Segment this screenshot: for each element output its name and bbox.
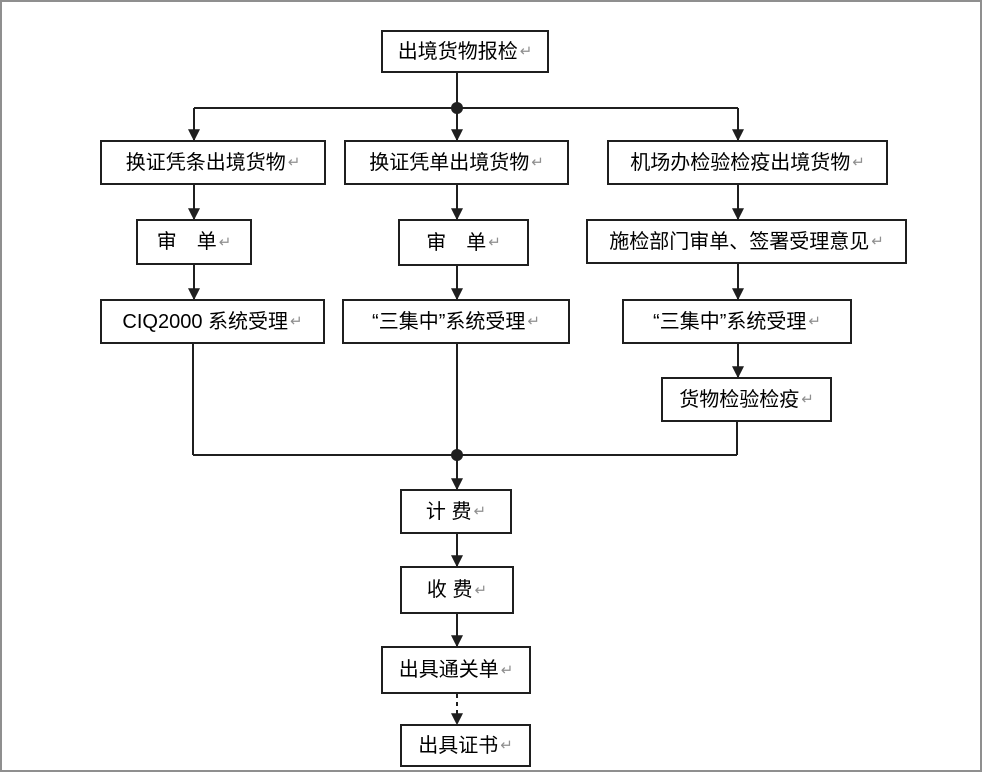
node-label: 换证凭单出境货物 [369,151,530,174]
node-label: 计 费 [425,500,472,523]
node-label: 货物检验检疫 [679,388,800,411]
return-mark-icon: ↵ [519,43,533,60]
junction-dot-top [451,102,463,114]
node-fee-collection: 收 费↵ [400,566,514,614]
node-review-middle: 审 单↵ [398,219,529,266]
node-label: 审 单 [426,231,487,254]
return-mark-icon: ↵ [801,391,814,408]
node-label: 审 单 [156,231,217,253]
return-mark-icon: ↵ [488,234,501,251]
node-label: 出具证书 [418,734,499,757]
return-mark-icon: ↵ [852,154,865,171]
node-branch-airport: 机场办检验检疫出境货物↵ [607,140,888,185]
node-issue-clearance: 出具通关单↵ [381,646,531,694]
return-mark-icon: ↵ [808,313,821,330]
node-review-left: 审 单↵ [136,219,252,265]
node-label: 机场办检验检疫出境货物 [630,151,851,174]
node-accept-sanjizhong-middle: “三集中”系统受理↵ [342,299,570,344]
junction-dot-bottom [451,449,463,461]
node-branch-voucher-slip: 换证凭条出境货物↵ [100,140,326,185]
return-mark-icon: ↵ [473,503,487,520]
node-label: 收 费 [426,579,473,601]
node-accept-sanjizhong-right: “三集中”系统受理↵ [622,299,852,344]
node-start: 出境货物报检↵ [381,30,549,73]
return-mark-icon: ↵ [871,233,884,250]
node-label: 出具通关单 [398,659,499,681]
node-review-right: 施检部门审单、签署受理意见↵ [586,219,907,264]
return-mark-icon: ↵ [287,154,301,171]
node-accept-ciq2000: CIQ2000 系统受理↵ [100,299,325,344]
node-label: CIQ2000 系统受理 [122,310,289,333]
return-mark-icon: ↵ [527,313,540,330]
node-goods-inspection: 货物检验检疫↵ [661,377,832,422]
node-label: 施检部门审单、签署受理意见 [609,230,870,253]
return-mark-icon: ↵ [500,737,513,754]
node-issue-certificate: 出具证书↵ [400,724,531,767]
node-fee-calculation: 计 费↵ [400,489,512,534]
return-mark-icon: ↵ [531,154,544,171]
return-mark-icon: ↵ [500,661,514,679]
return-mark-icon: ↵ [474,581,488,599]
node-label: 换证凭条出境货物 [125,151,286,174]
return-mark-icon: ↵ [290,313,303,330]
return-mark-icon: ↵ [218,233,232,251]
node-label: 出境货物报检 [397,40,518,63]
node-label: “三集中”系统受理 [372,310,526,333]
node-branch-voucher-doc: 换证凭单出境货物↵ [344,140,569,185]
node-label: “三集中”系统受理 [653,310,807,333]
